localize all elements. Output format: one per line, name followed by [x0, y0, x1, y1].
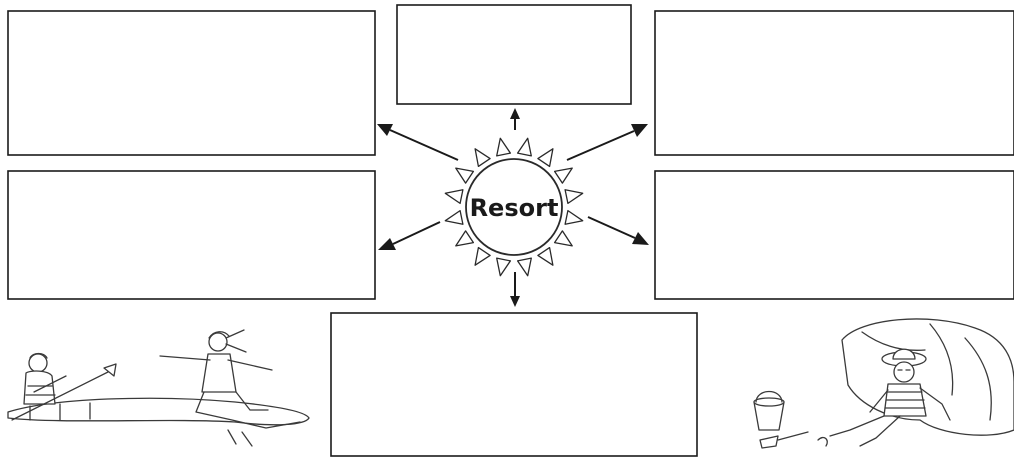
box-top-center[interactable]: [397, 5, 631, 104]
sun-ray: [456, 168, 474, 183]
box-top-left[interactable]: [8, 11, 375, 155]
sun-ray: [445, 190, 463, 204]
sun-node: Resort: [466, 159, 562, 255]
sun-ray: [475, 248, 490, 266]
center-label: Resort: [470, 194, 559, 222]
arrow-to-top-center: [510, 108, 520, 130]
sun-ray: [538, 149, 553, 167]
box-middle-left[interactable]: [8, 171, 375, 299]
box-bottom-center[interactable]: [331, 313, 697, 456]
sun-ray: [555, 168, 573, 183]
sun-ray: [497, 258, 511, 276]
sun-ray: [555, 231, 573, 246]
sun-ray: [538, 248, 553, 266]
sun-ray: [475, 149, 490, 167]
sun-ray: [497, 138, 511, 156]
sun-ray: [456, 231, 474, 246]
sun-ray: [445, 211, 463, 225]
beach-girl-illustration: [754, 319, 1014, 448]
sun-ray: [565, 211, 583, 225]
arrow-to-top-left: [377, 124, 458, 160]
sun-ray: [518, 138, 532, 156]
box-middle-right[interactable]: [655, 171, 1014, 299]
dancing-girl-illustration: [160, 330, 300, 446]
arrow-to-middle-right: [588, 217, 649, 245]
arrow-to-middle-left: [378, 222, 440, 250]
sun-ray: [518, 258, 532, 276]
box-top-right[interactable]: [655, 11, 1014, 155]
arrow-to-top-right: [567, 124, 648, 160]
sun-ray: [565, 190, 583, 204]
kayaker-illustration: [8, 354, 309, 425]
arrow-to-bottom-center: [510, 272, 520, 307]
